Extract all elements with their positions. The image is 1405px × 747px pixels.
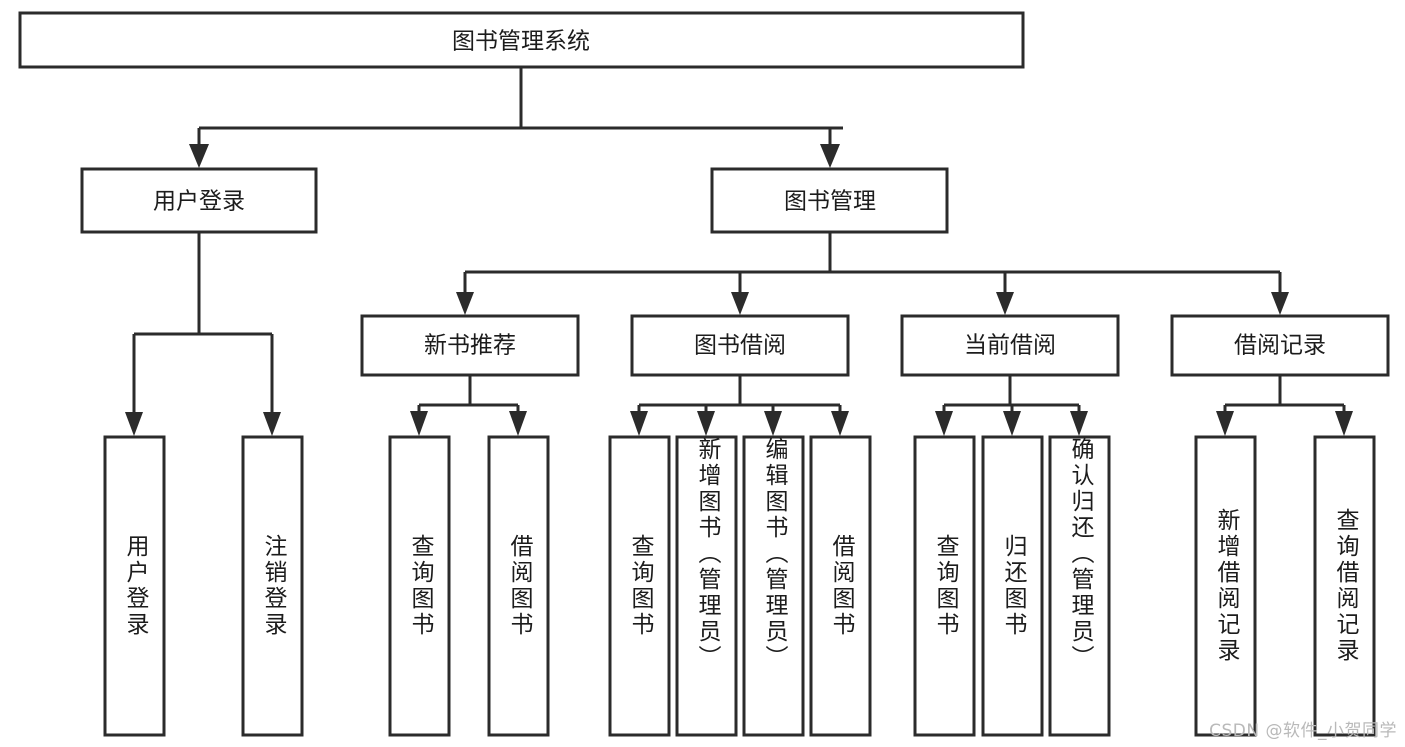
arrow-head-icon bbox=[731, 292, 749, 315]
leaf-box-bb-query-book[interactable] bbox=[608, 435, 671, 737]
arrow-head-icon bbox=[630, 411, 648, 436]
arrow-head-icon bbox=[125, 412, 143, 436]
arrow-head-icon bbox=[1335, 411, 1353, 436]
arrow-head-icon bbox=[410, 411, 428, 436]
connector-newbook-to-leaves bbox=[410, 375, 527, 436]
leaf-box-bb-borrow-book[interactable] bbox=[809, 435, 872, 737]
node-box-root[interactable] bbox=[18, 11, 1025, 69]
arrow-head-icon bbox=[935, 411, 953, 436]
connector-currentborrow-to-leaves bbox=[935, 375, 1088, 436]
node-box-user-login[interactable] bbox=[80, 167, 318, 234]
node-box-book-borrow[interactable] bbox=[630, 314, 850, 377]
node-box-new-book-recommend[interactable] bbox=[360, 314, 580, 377]
node-label-book-management: 图书管理 bbox=[784, 189, 876, 215]
arrow-head-icon bbox=[1003, 411, 1021, 436]
arrow-head-icon bbox=[697, 411, 715, 436]
arrow-head-icon bbox=[831, 411, 849, 436]
connector-borrowrecord-to-leaves bbox=[1216, 375, 1353, 436]
arrow-head-icon bbox=[820, 144, 840, 168]
leaf-box-cb-return-book[interactable] bbox=[981, 435, 1044, 737]
leaf-box-bb-add-book[interactable] bbox=[675, 435, 738, 737]
node-box-current-borrow[interactable] bbox=[900, 314, 1120, 377]
node-label-borrow-record: 借阅记录 bbox=[1234, 333, 1326, 359]
node-label-book-borrow: 图书借阅 bbox=[694, 333, 786, 359]
leaf-box-nbr-query-book[interactable] bbox=[388, 435, 451, 737]
leaf-box-br-query-record[interactable] bbox=[1313, 435, 1376, 737]
arrow-head-icon bbox=[456, 292, 474, 315]
node-label-user-login: 用户登录 bbox=[153, 189, 245, 215]
connector-bookborrow-to-leaves bbox=[630, 375, 849, 436]
arrow-head-icon bbox=[263, 412, 281, 436]
arrow-head-icon bbox=[1271, 292, 1289, 315]
arrow-head-icon bbox=[1216, 411, 1234, 436]
leaf-box-user-login[interactable] bbox=[103, 435, 166, 737]
node-label-current-borrow: 当前借阅 bbox=[964, 333, 1056, 359]
leaf-box-nbr-borrow-book[interactable] bbox=[487, 435, 550, 737]
arrow-head-icon bbox=[189, 144, 209, 168]
arrow-head-icon bbox=[1070, 411, 1088, 436]
connector-bookmgmt-to-level3 bbox=[456, 232, 1289, 315]
connector-userlogin-to-leaves bbox=[125, 232, 281, 436]
leaf-box-cb-query-book[interactable] bbox=[913, 435, 976, 737]
node-label-new-book-recommend: 新书推荐 bbox=[424, 333, 516, 359]
node-box-borrow-record[interactable] bbox=[1170, 314, 1390, 377]
arrow-head-icon bbox=[509, 411, 527, 436]
node-label-root: 图书管理系统 bbox=[452, 29, 590, 55]
leaf-box-bb-edit-book[interactable] bbox=[742, 435, 805, 737]
arrow-head-icon bbox=[996, 292, 1014, 315]
node-box-book-management[interactable] bbox=[710, 167, 949, 234]
arrow-head-icon bbox=[764, 411, 782, 436]
leaf-box-br-add-record[interactable] bbox=[1194, 435, 1257, 737]
leaf-box-cb-confirm-return[interactable] bbox=[1048, 435, 1111, 737]
connector-root-to-level2 bbox=[189, 67, 843, 168]
leaf-box-user-logout[interactable] bbox=[241, 435, 304, 737]
csdn-watermark: CSDN @软件_小贺同学 bbox=[1209, 721, 1397, 741]
